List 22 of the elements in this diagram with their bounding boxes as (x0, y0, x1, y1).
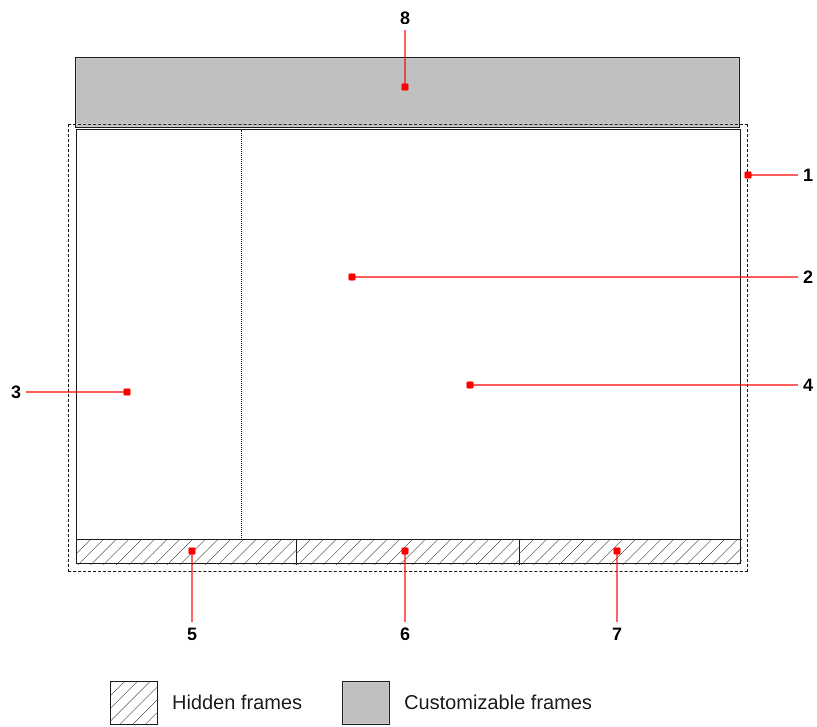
callout-number: 5 (182, 622, 202, 646)
callout-number: 4 (798, 373, 817, 397)
leader-line (744, 172, 798, 178)
callout-number: 6 (395, 622, 415, 646)
leader-line (402, 30, 408, 90)
hidden-frame (77, 540, 297, 565)
callout-number: 3 (6, 380, 26, 404)
hidden-frame (297, 540, 520, 565)
callout-number: 7 (607, 622, 627, 646)
leader-line (26, 388, 130, 396)
leader-line (614, 548, 620, 622)
leader-line (466, 382, 798, 388)
callout-number: 2 (798, 265, 817, 289)
leader-line (188, 548, 196, 622)
callout-number: 8 (395, 6, 415, 30)
header-frame (75, 57, 740, 128)
leader-line (348, 274, 798, 280)
legend-label: Customizable frames (404, 691, 592, 716)
leader-line (402, 548, 408, 622)
legend-label: Hidden frames (172, 691, 302, 716)
hidden-frame (520, 540, 742, 565)
callout-number: 1 (798, 163, 817, 187)
